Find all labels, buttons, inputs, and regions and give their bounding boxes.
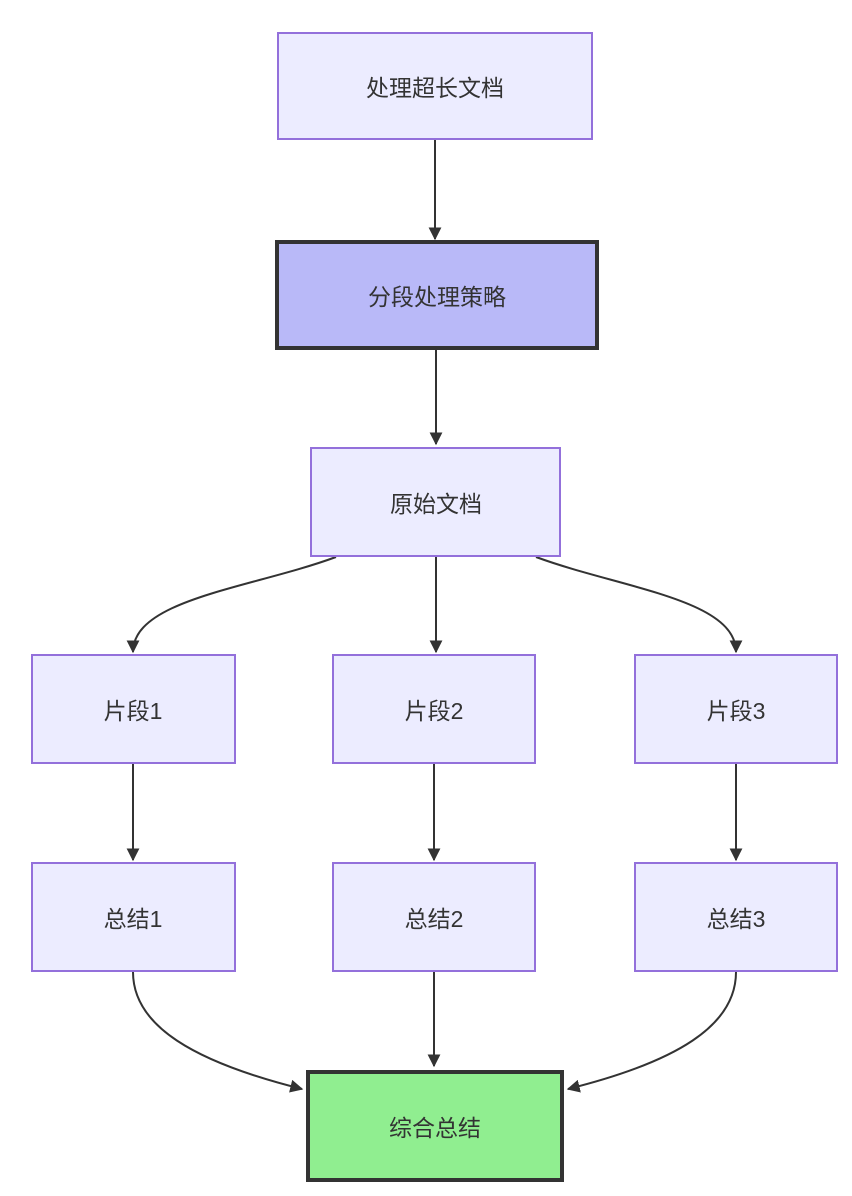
node-summary-1: 总结1 [31,862,236,972]
node-label: 综合总结 [389,1115,481,1141]
edge-original-to-fragment1 [126,556,337,654]
node-label: 总结3 [707,906,766,932]
edge-summary1-to-final [132,971,304,1093]
node-summary-3: 总结3 [634,862,838,972]
node-summary-2: 总结2 [332,862,536,972]
node-fragment-3: 片段3 [634,654,838,764]
edge-original-to-fragment3 [535,556,743,654]
node-segmented-processing-strategy: 分段处理策略 [275,240,599,350]
node-original-document: 原始文档 [310,447,561,557]
node-label: 处理超长文档 [366,75,504,101]
node-label: 原始文档 [390,491,482,517]
node-fragment-2: 片段2 [332,654,536,764]
node-label: 片段1 [104,698,163,724]
node-label: 总结2 [405,906,464,932]
node-label: 片段2 [405,698,464,724]
node-label: 分段处理策略 [368,284,506,310]
edge-summary3-to-final [566,971,737,1093]
node-combined-summary: 综合总结 [306,1070,564,1182]
node-label: 总结1 [104,906,163,932]
node-fragment-1: 片段1 [31,654,236,764]
edge-layer [126,140,743,1093]
node-label: 片段3 [707,698,766,724]
node-process-long-document: 处理超长文档 [277,32,593,140]
